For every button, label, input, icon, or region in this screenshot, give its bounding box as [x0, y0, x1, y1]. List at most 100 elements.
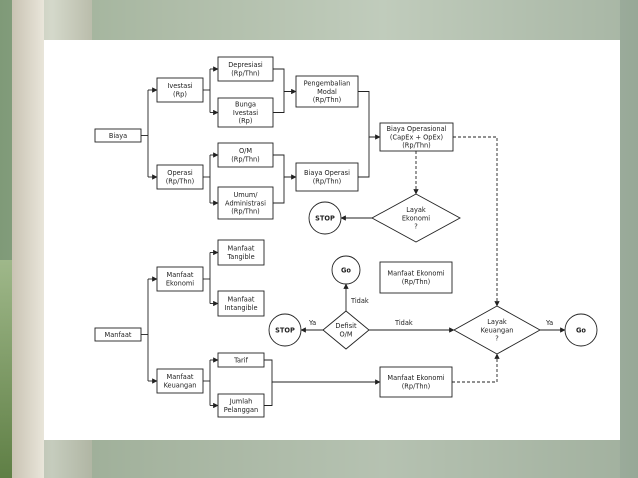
- connector-line: [453, 136, 500, 307]
- node-label: Jumlah: [229, 398, 253, 406]
- connector-lines: [141, 66, 566, 409]
- node-label: Umum/: [233, 191, 258, 199]
- node-label: Layak: [487, 318, 507, 326]
- node-shape: [308, 201, 342, 235]
- node-label: (Rp/Thn): [231, 69, 260, 77]
- connector-line: [358, 137, 370, 178]
- node-label: Layak: [406, 206, 426, 214]
- node-label: Go: [576, 326, 586, 334]
- node-label: ?: [495, 335, 499, 343]
- node-label: Ivestasi: [233, 109, 258, 117]
- connector-line: [452, 353, 500, 383]
- node-label: (Rp/Thn): [402, 142, 431, 150]
- node-label: Manfaat Ekonomi: [387, 270, 444, 278]
- label-tidak-up: Tidak: [350, 297, 369, 305]
- connector-line: [264, 382, 273, 406]
- node-label: O/M: [339, 330, 352, 338]
- node-shape: [268, 313, 302, 347]
- node-label: Keuangan: [481, 326, 514, 334]
- node-label: Ivestasi: [167, 82, 192, 90]
- node-label: Biaya: [109, 132, 127, 140]
- node-go2: Go: [564, 313, 598, 347]
- node-shape: [156, 368, 204, 394]
- node-shape: [379, 261, 453, 294]
- node-label: (Rp/Thn): [402, 278, 431, 286]
- node-label: (Rp/Thn): [313, 96, 342, 104]
- node-shape: [217, 290, 265, 317]
- node-label: (CapEx + OpEx): [390, 133, 443, 141]
- node-shape: [94, 327, 142, 342]
- node-label: Ekonomi: [402, 214, 430, 222]
- node-biaya-operasi: Biaya Operasi(Rp/Thn): [295, 162, 359, 192]
- node-shape: [564, 313, 598, 347]
- node-operasi: Operasi(Rp/Thn): [156, 164, 204, 190]
- node-label: (Rp/Thn): [231, 155, 260, 163]
- label-ya-left: Ya: [308, 319, 316, 327]
- node-om: O/M(Rp/Thn): [217, 142, 274, 168]
- node-biaya: Biaya: [94, 128, 142, 143]
- flowchart-nodes: BiayaIvestasi(Rp)Operasi(Rp/Thn)Depresia…: [94, 56, 598, 418]
- node-label: Keuangan: [164, 381, 197, 389]
- node-shape: [217, 56, 274, 82]
- node-shape: [379, 122, 454, 152]
- node-label: (Rp): [239, 117, 253, 125]
- node-depresiasi: Depresiasi(Rp/Thn): [217, 56, 274, 82]
- node-stop1: STOP: [308, 201, 342, 235]
- connector-line: [264, 359, 381, 385]
- node-label: Biaya Operasi: [304, 169, 350, 177]
- node-label: Administrasi: [225, 199, 266, 207]
- node-shape: [217, 239, 265, 266]
- node-tarif: Tarif: [217, 352, 265, 368]
- node-umum: Umum/Administrasi(Rp/Thn): [217, 186, 274, 220]
- node-label: Manfaat: [228, 296, 255, 304]
- node-label: Biaya Operasional: [387, 125, 447, 133]
- node-label: Tangible: [226, 253, 254, 261]
- node-label: STOP: [275, 326, 295, 334]
- node-shape: [217, 352, 265, 368]
- node-label: Ekonomi: [166, 279, 194, 287]
- node-manfaat-ekonomi-rp2: Manfaat Ekonomi(Rp/Thn): [379, 366, 453, 398]
- node-label: (Rp/Thn): [166, 177, 195, 185]
- node-label: (Rp): [173, 90, 187, 98]
- node-biaya-operasional: Biaya Operasional(CapEx + OpEx)(Rp/Thn): [379, 122, 454, 152]
- node-label: Manfaat: [228, 245, 255, 253]
- node-label: O/M: [239, 147, 252, 155]
- node-label: Operasi: [167, 169, 193, 177]
- node-label: Manfaat: [167, 373, 194, 381]
- node-shape: [217, 142, 274, 168]
- node-shape: [331, 255, 361, 285]
- node-label: (Rp/Thn): [231, 208, 260, 216]
- node-label: Pelanggan: [224, 406, 258, 414]
- connector-line: [273, 91, 285, 113]
- node-label: Modal: [317, 88, 337, 96]
- node-label: Manfaat Ekonomi: [387, 374, 444, 382]
- node-label: Manfaat: [167, 271, 194, 279]
- node-label: (Rp/Thn): [402, 382, 431, 390]
- node-ivestasi: Ivestasi(Rp): [156, 77, 204, 103]
- node-label: Tarif: [233, 356, 249, 364]
- label-ya-right: Ya: [545, 319, 553, 327]
- connector-line: [273, 68, 297, 95]
- node-shape: [379, 366, 453, 398]
- node-shape: [156, 266, 204, 292]
- node-label: Depresiasi: [228, 61, 263, 69]
- node-shape: [217, 97, 274, 128]
- node-label: Pengembalian: [304, 80, 351, 88]
- node-stop2: STOP: [268, 313, 302, 347]
- node-label: Manfaat: [105, 331, 132, 339]
- node-label: Go: [341, 266, 351, 274]
- node-manfaat: Manfaat: [94, 327, 142, 342]
- connector-line: [273, 154, 297, 180]
- label-tidak-right: Tidak: [394, 319, 413, 327]
- node-shape: [453, 305, 541, 355]
- node-shape: [295, 75, 359, 108]
